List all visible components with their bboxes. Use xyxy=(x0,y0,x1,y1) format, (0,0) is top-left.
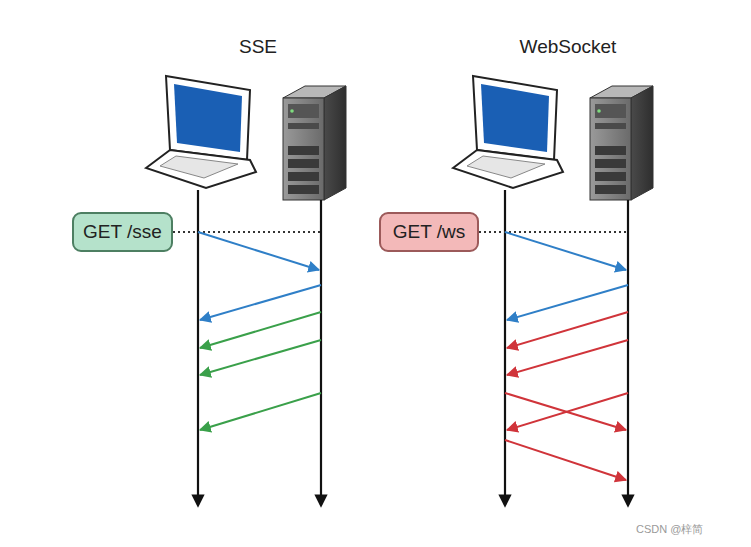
laptop-screen xyxy=(174,84,242,152)
server-light xyxy=(290,109,294,113)
request-arrow xyxy=(198,232,319,270)
laptop-icon xyxy=(453,76,563,188)
event-arrow xyxy=(200,312,321,348)
server-front xyxy=(283,98,324,200)
event-arrow xyxy=(200,340,321,375)
panel-title: WebSocket xyxy=(508,36,628,58)
server-panel xyxy=(595,104,626,118)
response-arrow xyxy=(507,285,628,320)
server-front xyxy=(590,98,631,200)
watermark: CSDN @梓简 xyxy=(636,522,748,537)
server-bay xyxy=(595,185,626,194)
server-bay xyxy=(288,146,319,155)
server-side xyxy=(324,86,346,200)
server-slot xyxy=(288,123,319,129)
frame-arrow xyxy=(507,312,628,348)
server-bay xyxy=(595,146,626,155)
frame-arrow xyxy=(507,393,628,430)
laptop-screen xyxy=(481,84,549,152)
frame-arrow xyxy=(507,340,628,375)
laptop-keyboard xyxy=(467,156,545,178)
server-icon xyxy=(283,86,346,200)
lifelines xyxy=(198,190,628,505)
response-arrow xyxy=(200,285,321,320)
panel-title: SSE xyxy=(198,36,318,58)
request-text: GET /ws xyxy=(393,221,466,243)
server-side xyxy=(631,86,653,200)
laptop-icon xyxy=(146,76,256,188)
server-bay xyxy=(595,159,626,168)
lifeline xyxy=(320,200,322,505)
frame-arrow xyxy=(505,440,626,480)
server-bay xyxy=(288,172,319,181)
lifeline xyxy=(504,190,506,505)
lifeline xyxy=(627,200,629,505)
request-text: GET /sse xyxy=(83,221,162,243)
laptop-base xyxy=(146,150,256,188)
request-box: GET /ws xyxy=(379,212,479,252)
laptop-screen-frame xyxy=(166,76,250,160)
server-panel xyxy=(288,104,319,118)
server-bay xyxy=(595,172,626,181)
request-box: GET /sse xyxy=(72,212,173,252)
laptop-keyboard xyxy=(160,156,238,178)
server-light xyxy=(597,109,601,113)
laptop-screen-frame xyxy=(473,76,557,160)
server-slot xyxy=(595,123,626,129)
dotted-guide xyxy=(173,231,321,233)
server-icon xyxy=(590,86,653,200)
websocket-messages xyxy=(505,232,628,480)
server-bay xyxy=(288,159,319,168)
server-bay xyxy=(288,185,319,194)
lifeline xyxy=(197,190,199,505)
event-arrow xyxy=(200,393,321,430)
request-arrow xyxy=(505,232,626,270)
dotted-guide xyxy=(479,231,628,233)
sse-messages xyxy=(198,232,321,430)
laptop-base xyxy=(453,150,563,188)
